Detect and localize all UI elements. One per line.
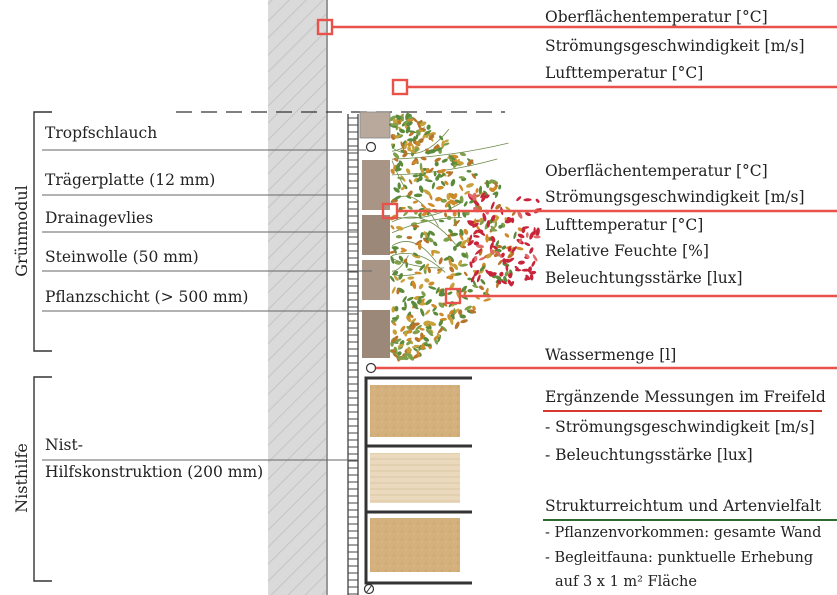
struktur-item2: - Begleitfauna: punktuelle Erhebung bbox=[545, 550, 814, 566]
struktur-item3: auf 3 x 1 m² Fläche bbox=[555, 574, 697, 590]
label-steinwolle: Steinwolle (50 mm) bbox=[45, 248, 199, 266]
label-nist-line1: Nist- bbox=[45, 436, 83, 454]
sensor-markers bbox=[316, 18, 837, 370]
plant-foliage bbox=[388, 112, 542, 362]
label-tropfschlauch: Tropfschlauch bbox=[45, 124, 158, 142]
freifeld-item2: - Beleuchtungsstärke [lux] bbox=[545, 446, 753, 464]
label-pflanzschicht: Pflanzschicht (> 500 mm) bbox=[45, 288, 249, 306]
mid-sensor-line2: Strömungsgeschwindigkeit [m/s] bbox=[545, 188, 805, 206]
mid-sensor-line1: Oberflächentemperatur [°C] bbox=[545, 162, 768, 180]
group-label-gruenmodul: Grünmodul bbox=[12, 185, 31, 277]
label-drainagevlies: Drainagevlies bbox=[45, 209, 154, 227]
water-collector bbox=[365, 362, 377, 374]
top-sensor-line1: Oberflächentemperatur [°C] bbox=[545, 8, 768, 26]
top-sensor-line2: Strömungsgeschwindigkeit [m/s] bbox=[545, 37, 805, 55]
mid-sensor-line5: Beleuchtungsstärke [lux] bbox=[545, 269, 743, 287]
group-label-nisthilfe: Nisthilfe bbox=[12, 443, 31, 513]
nesting-boxes bbox=[364, 376, 472, 585]
struktur-heading: Strukturreichtum und Artenvielfalt bbox=[545, 497, 822, 515]
existing-wall bbox=[268, 0, 326, 595]
green-module-panels bbox=[359, 111, 391, 358]
label-nist-line2: Hilfskonstruktion (200 mm) bbox=[45, 463, 264, 481]
label-traegerplatte: Trägerplatte (12 mm) bbox=[45, 171, 216, 189]
water-label: Wassermenge [l] bbox=[545, 346, 677, 364]
leader-lines bbox=[42, 149, 372, 461]
mounting-rail bbox=[347, 114, 359, 595]
struktur-item1: - Pflanzenvorkommen: gesamte Wand bbox=[545, 525, 822, 541]
freifeld-item1: - Strömungsgeschwindigkeit [m/s] bbox=[545, 418, 815, 436]
mid-sensor-line3: Lufttemperatur [°C] bbox=[545, 216, 704, 234]
freifeld-heading: Ergänzende Messungen im Freifeld bbox=[545, 388, 826, 406]
bracket-nisthilfe bbox=[33, 376, 52, 582]
drip-hose bbox=[365, 141, 377, 153]
top-sensor-line3: Lufttemperatur [°C] bbox=[545, 64, 704, 82]
bracket-gruenmodul bbox=[33, 111, 52, 352]
mid-sensor-line4: Relative Feuchte [%] bbox=[545, 242, 709, 260]
